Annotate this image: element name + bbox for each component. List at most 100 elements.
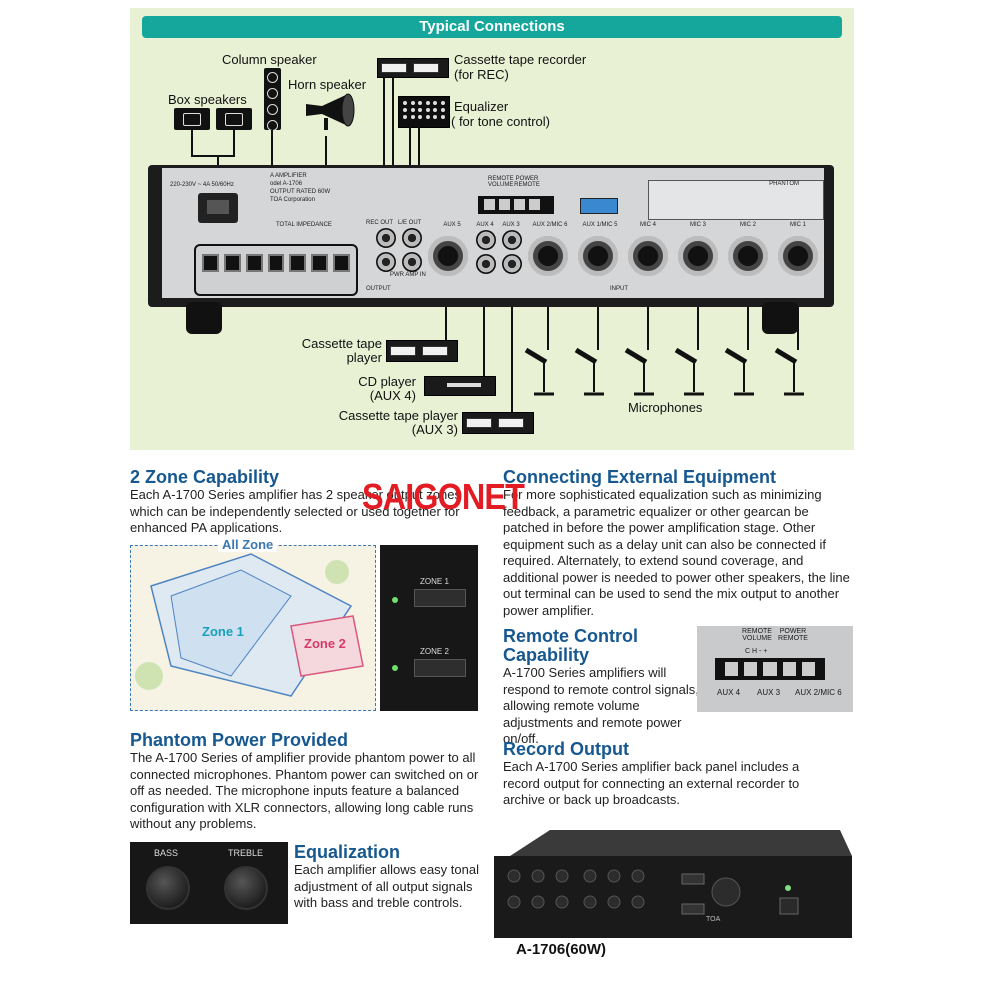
power-remote-label: POWER REMOTE (514, 176, 540, 188)
jack-label-aux1-mic5: AUX 1/MIC 5 (582, 222, 618, 228)
cassette-recorder-label: Cassette tape recorder (454, 52, 587, 67)
model-caption: A-1706(60W) (516, 941, 607, 958)
front-brand: TOA (706, 916, 721, 923)
rec-out-jack-2 (376, 252, 396, 272)
aux2-caption: AUX 2/MIC 6 (795, 688, 842, 697)
aux3-jack-bottom (502, 254, 522, 274)
zone-diagram (130, 545, 376, 711)
box-speaker-right-icon (216, 108, 252, 130)
microphone-icon-2 (574, 347, 604, 396)
line-out-jack-2 (402, 252, 422, 272)
zone-title: 2 Zone Capability (130, 467, 280, 487)
jack-label-mic4: MIC 4 (639, 222, 656, 228)
aux3-caption: AUX 3 (757, 688, 781, 697)
cassette-aux3-label: Cassette tape player (338, 408, 458, 423)
box-speaker-left-icon (174, 108, 210, 130)
zone1-led (392, 597, 398, 603)
remote-volume-label: REMOTE VOLUME (488, 176, 514, 188)
nameplate-line-4: TOA Corporation (270, 197, 315, 203)
mic1-jack (778, 236, 818, 276)
phantom-label: PHANTOM (769, 181, 799, 187)
saigonet-watermark: SAIGONET (362, 476, 525, 517)
phantom-table: PHANTOM (648, 180, 824, 220)
cassette-recorder-icon (377, 58, 449, 78)
front-amplifier-photo (494, 830, 852, 938)
equalizer-sublabel: ( for tone control) (451, 114, 550, 129)
mic4-jack (628, 236, 668, 276)
speaker-terminal-block (194, 244, 358, 296)
amp-foot-left (186, 302, 222, 334)
phantom-body: The A-1700 Series of amplifier provide p… (130, 750, 479, 831)
nameplate-line-1: A AMPLIFIER (270, 173, 307, 179)
jack-label-aux2-mic6: AUX 2/MIC 6 (532, 222, 568, 228)
jack-label-mic3: MIC 3 (689, 222, 706, 228)
microphones-label: Microphones (628, 400, 703, 415)
cd-player-icon (424, 376, 496, 396)
remote-title-line-2: Capability (503, 645, 590, 665)
connections-title: Typical Connections (142, 16, 842, 38)
jack-label-mic2: MIC 2 (739, 222, 756, 228)
microphone-icon-4 (674, 347, 704, 396)
remote-terminal-photo: REMOTE VOLUME POWER REMOTE C H - + AUX 4… (697, 626, 853, 712)
microphone-icon-3 (624, 347, 654, 396)
zone1-button-label: ZONE 1 (420, 577, 449, 586)
line-out-label: L/E OUT (398, 220, 422, 226)
zone2-button-label: ZONE 2 (420, 647, 449, 656)
nameplate-line-3: OUTPUT RATED 60W (270, 189, 331, 195)
horn-speaker-label: Horn speaker (288, 77, 367, 92)
external-body: For more sophisticated equalization such… (503, 487, 850, 618)
external-title: Connecting External Equipment (503, 467, 777, 487)
microphones-group (524, 347, 804, 396)
pwr-amp-in-label: PWR AMP IN (390, 272, 426, 278)
cd-player-label: CD player (358, 374, 416, 389)
remote-terminal-block (478, 196, 554, 214)
nameplate: A AMPLIFIER odel A-1706 OUTPUT RATED 60W… (270, 172, 360, 204)
aux4-jack-bottom (476, 254, 496, 274)
zone2-button[interactable] (414, 659, 466, 677)
amp-foot-right (762, 302, 798, 334)
cassette-player-sublabel: player (346, 350, 382, 365)
jack-label-mic1: MIC 1 (789, 222, 806, 228)
microphone-icon-5 (724, 347, 754, 396)
zone1-label: Zone 1 (202, 624, 244, 639)
eq-knobs-panel: BASS TREBLE (130, 842, 288, 924)
jack-label-aux5: AUX 5 (443, 222, 461, 228)
zone-floorplan (135, 553, 364, 697)
all-zone-label: All Zone (218, 537, 278, 552)
remote-volume-caption: REMOTE VOLUME (742, 628, 772, 642)
mic3-jack (678, 236, 718, 276)
terminal-letters: C H - + (745, 648, 768, 655)
aux1-mic5-jack (578, 236, 618, 276)
treble-knob[interactable] (224, 866, 268, 910)
remote-terminal-strip (715, 658, 825, 680)
rec-out-jack-1 (376, 228, 396, 248)
jack-label-aux3: AUX 3 (502, 222, 520, 228)
aux2-mic6-jack (528, 236, 568, 276)
column-speaker-label: Column speaker (222, 52, 317, 67)
zone-body: Each A-1700 Series amplifier has 2 speak… (130, 487, 461, 535)
zone2-label: Zone 2 (304, 636, 346, 651)
power-inlet (198, 193, 238, 223)
microphone-icon-6 (774, 347, 804, 396)
zone2-led (392, 665, 398, 671)
input-label: INPUT (610, 286, 628, 292)
microphone-icon-1 (524, 347, 554, 396)
bass-knob[interactable] (146, 866, 190, 910)
equalizer-icon (398, 96, 450, 128)
horn-speaker-icon (306, 93, 355, 130)
phantom-title: Phantom Power Provided (130, 730, 349, 750)
power-spec: 220-230V ~ 4A 50/60Hz (170, 182, 234, 188)
impedance-label: TOTAL IMPEDANCE (276, 222, 332, 228)
output-label: OUTPUT (366, 286, 391, 292)
treble-label: TREBLE (228, 848, 264, 858)
dip-switch (580, 198, 618, 214)
record-title: Record Output (503, 739, 629, 759)
remote-title-line-1: Remote Control (503, 626, 638, 646)
nameplate-line-2: odel A-1706 (270, 181, 303, 187)
cassette-player-icon (386, 340, 458, 362)
equalization-body: Each amplifier allows easy tonal adjustm… (294, 862, 479, 910)
cassette-aux3-icon (462, 412, 534, 434)
zone1-button[interactable] (414, 589, 466, 607)
zone-buttons-panel: ZONE 1 ZONE 2 (380, 545, 478, 711)
cd-player-sublabel: (AUX 4) (369, 388, 416, 403)
